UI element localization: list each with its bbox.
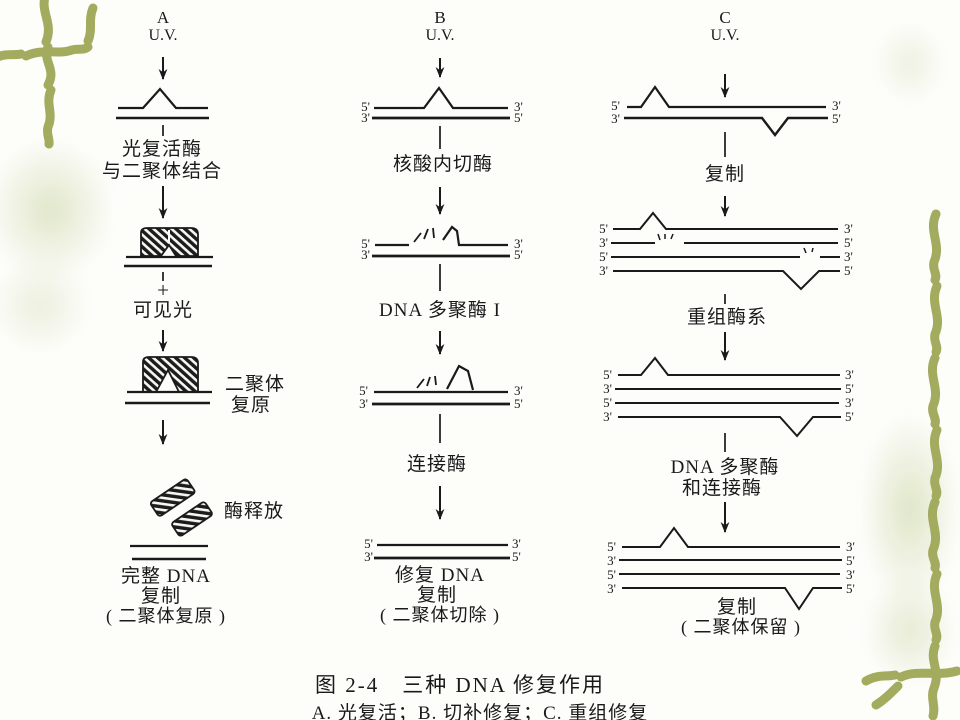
- strand-end-labels: 5'3' 5'3': [607, 539, 616, 596]
- dna-top-strand-dimer: [627, 85, 826, 109]
- c-recombination-label: 重组酶系: [686, 307, 768, 328]
- a-plus-sign: +: [157, 278, 169, 302]
- strand-end-labels: 3'5': [514, 236, 523, 262]
- strand-end-labels: 3'5': [512, 536, 521, 564]
- a-result-line1: 完整 DNA: [121, 566, 211, 587]
- a-visible-light-label: 可见光: [132, 300, 194, 321]
- strand4-dimer: [618, 416, 841, 438]
- pathway-a-linework: [116, 57, 213, 561]
- a-result-line3: ( 二聚体复原 ): [106, 606, 226, 626]
- a-result-line2: 复制: [140, 586, 182, 607]
- strand-end-labels: 5'3': [364, 536, 373, 564]
- c-polymerase-ligase-line1: DNA 多聚酶: [670, 457, 780, 478]
- strand-end-labels: 5'3': [361, 236, 370, 262]
- strand-end-labels: 5'3': [611, 98, 620, 126]
- pathway-b-uv-label: U.V.: [425, 27, 455, 44]
- strand1-dimer: [622, 526, 840, 548]
- strand1-dimer: [618, 356, 840, 376]
- figure-caption: 图 2-4 三种 DNA 修复作用: [314, 673, 606, 697]
- pathway-b-letter: B: [434, 8, 446, 27]
- b-ligase-label: 连接酶: [406, 454, 468, 475]
- nicked-strand-right: [442, 225, 508, 247]
- c-replication-label-2: 复制: [716, 597, 758, 618]
- enzyme-monomerized-box: [142, 356, 199, 393]
- strand-end-labels: 5'3' 5'3': [603, 367, 612, 424]
- pathway-a-uv-label: U.V.: [148, 27, 178, 44]
- strand-end-labels: 3'5' 3'5': [846, 539, 855, 596]
- a-dimer-restored-line1: 二聚体: [225, 374, 286, 395]
- a-enzyme-binds-line2: 与二聚体结合: [101, 161, 223, 182]
- excised-fragment: [446, 364, 475, 391]
- b-result-line1: 修复 DNA: [395, 565, 485, 586]
- strand-end-labels: 5'3': [361, 99, 370, 125]
- b-endonuclease-label: 核酸内切酶: [392, 154, 494, 175]
- pathway-a-letter: A: [156, 8, 170, 27]
- b-result-line3: ( 二聚体切除 ): [380, 605, 500, 625]
- strand-end-labels: 3'5': [514, 383, 523, 411]
- strand-end-labels: 5'3' 5'3': [599, 221, 608, 278]
- gap-ticks: [657, 233, 674, 241]
- strand-end-labels: 3'5' 3'5': [845, 367, 854, 424]
- strand-end-labels: 5'3': [359, 383, 368, 411]
- figure-caption-subtitle: A. 光复活；B. 切补修复；C. 重组修复: [311, 703, 649, 720]
- strand4-dimer: [622, 587, 842, 611]
- nick-marks: [413, 227, 435, 243]
- pathway-b-linework: [372, 58, 510, 560]
- a-dimer-restored-line2: 复原: [231, 395, 272, 416]
- a-enzyme-release-label: 酶释放: [224, 501, 285, 522]
- c-replication-label-1: 复制: [704, 164, 746, 185]
- c-result-label: ( 二聚体保留 ): [681, 617, 801, 637]
- released-enzyme: [149, 478, 213, 537]
- strand1-dimer: [613, 211, 838, 230]
- gap-ticks: [803, 247, 814, 254]
- c-polymerase-ligase-line2: 和连接酶: [681, 478, 763, 499]
- b-result-line2: 复制: [416, 585, 458, 606]
- b-polymerase-label: DNA 多聚酶 I: [379, 300, 501, 321]
- pathway-c-uv-label: U.V.: [710, 27, 740, 44]
- excision-marks: [416, 375, 437, 389]
- pathway-c-linework: [611, 74, 842, 611]
- strand-end-labels: 3'5' 3'5': [844, 221, 853, 278]
- pathway-c-letter: C: [719, 8, 731, 27]
- dna-with-dimer: [118, 87, 208, 110]
- dna-with-dimer: [374, 86, 508, 110]
- strand-end-labels: 3'5': [832, 98, 841, 126]
- a-enzyme-binds-line1: 光复活酶: [121, 139, 203, 160]
- dna-bottom-strand-dimer: [624, 116, 828, 137]
- strand-end-labels: 3'5': [514, 99, 523, 125]
- strand4-dimer: [613, 270, 840, 291]
